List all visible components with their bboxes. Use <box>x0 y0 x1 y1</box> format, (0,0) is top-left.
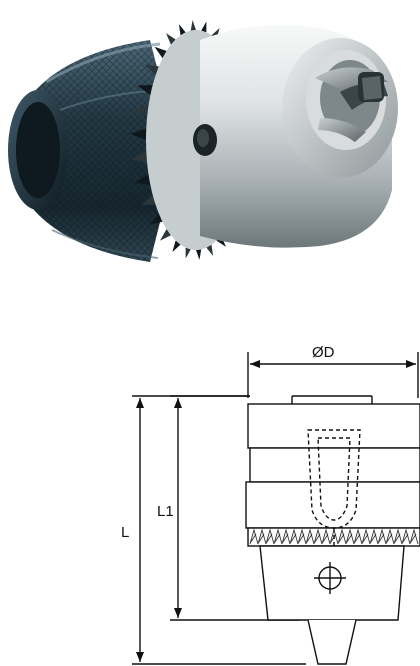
gear-tooth <box>178 24 186 36</box>
drill-chuck-drawing: ØD L L1 <box>121 344 420 665</box>
gear-hatch-line <box>354 533 361 543</box>
gear-tooth <box>190 20 196 31</box>
gear-hatch-line <box>370 533 377 543</box>
gear-hatch-line <box>362 533 369 543</box>
gear-tooth <box>206 244 214 256</box>
chuck-jaws <box>315 67 388 142</box>
gear-tooth-outline <box>249 528 259 545</box>
gear-teeth-section <box>249 528 419 545</box>
gear-hatch-line <box>274 533 281 543</box>
gear-hatch-line <box>290 533 297 543</box>
gear-hatch-line <box>410 533 417 543</box>
gear-tooth <box>196 249 202 260</box>
chuck-outline <box>245 395 420 665</box>
length-inner-label: L1 <box>157 503 174 520</box>
gear-tooth <box>134 173 151 185</box>
gear-tooth-outline <box>257 528 267 545</box>
chuck-sleeve <box>8 40 178 262</box>
gear-hatch-line <box>386 533 393 543</box>
gear-tooth-outline <box>401 528 411 545</box>
gear-tooth-outline <box>297 528 307 545</box>
gear-tooth <box>137 85 153 96</box>
gear-hatch-line <box>306 533 313 543</box>
gear-tooth <box>132 106 149 118</box>
gear-tooth-outline <box>289 528 299 545</box>
gear-hatch-line <box>314 533 321 543</box>
gear-tooth-outline <box>353 528 363 545</box>
gear-hatch-line <box>322 533 329 543</box>
gear-hatch-line <box>282 533 289 543</box>
gear-tooth <box>140 195 156 206</box>
gear-tooth-outline <box>273 528 283 545</box>
gear-tooth <box>185 247 191 259</box>
gear-tooth-outline <box>409 528 419 545</box>
chuck-nose <box>193 24 398 248</box>
gear-tooth <box>160 228 171 241</box>
gear-hatch-line <box>266 533 273 543</box>
gear-tooth <box>172 240 181 253</box>
length-label: L <box>121 524 129 541</box>
drill-chuck-photo <box>0 10 410 310</box>
gear-tooth-outline <box>305 528 315 545</box>
gear-tooth-outline <box>393 528 403 545</box>
gear-tooth-outline <box>281 528 291 545</box>
gear-hatch-line <box>394 533 401 543</box>
gear-tooth <box>154 46 167 59</box>
gear-tooth-outline <box>313 528 323 545</box>
gear-tooth-outline <box>265 528 275 545</box>
gear-tooth-outline <box>337 528 347 545</box>
gear-tooth-outline <box>377 528 387 545</box>
gear-hatch-line <box>402 533 409 543</box>
gear-tooth-outline <box>385 528 395 545</box>
gear-tooth-outline <box>361 528 371 545</box>
gear-tooth <box>166 33 176 45</box>
gear-tooth-outline <box>369 528 379 545</box>
gear-tooth <box>149 213 163 225</box>
gear-tooth <box>130 128 147 140</box>
gear-hatch-line <box>298 533 305 543</box>
gear-tooth-outline <box>321 528 331 545</box>
gear-tooth <box>144 64 159 76</box>
gear-hatch-line <box>338 533 345 543</box>
gear-tooth <box>201 21 207 33</box>
diameter-dimension <box>247 352 419 398</box>
gear-hatch-line <box>250 533 257 543</box>
gear-hatch-line <box>378 533 385 543</box>
key-hole-symbol <box>314 562 346 594</box>
gear-hatch-line <box>258 533 265 543</box>
diameter-label: ØD <box>312 344 335 361</box>
gear-tooth-outline <box>345 528 355 545</box>
gear-hatch-line <box>346 533 353 543</box>
taper-bore <box>307 429 361 548</box>
gear-tooth <box>130 151 148 163</box>
